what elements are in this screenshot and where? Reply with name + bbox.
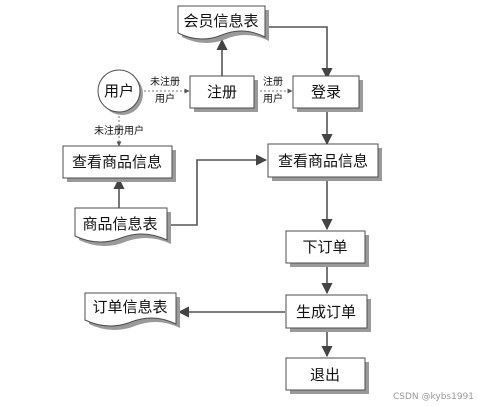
member-table-label: 会员信息表 — [183, 12, 258, 30]
order-table-doc: 订单信息表 — [84, 292, 180, 331]
user-label: 用户 — [104, 82, 134, 100]
member-table-doc: 会员信息表 — [177, 5, 269, 44]
edge-label-unregistered-user: 未注册用户 — [94, 124, 144, 137]
edge-label-user-1: 用户 — [155, 92, 175, 105]
view-goods-right-label: 查看商品信息 — [278, 152, 368, 170]
register-box: 注册 — [189, 75, 258, 112]
user-actor: 用户 — [97, 69, 143, 115]
order-table-label: 订单信息表 — [92, 298, 167, 316]
edge-label-unregistered: 未注册 — [150, 75, 180, 88]
edge-goods-table-to-view-right — [169, 154, 268, 226]
register-label: 注册 — [207, 83, 237, 101]
place-order-box: 下订单 — [285, 230, 369, 267]
view-goods-left-box: 查看商品信息 — [62, 145, 176, 182]
edge-label-user-2: 用户 — [263, 92, 283, 105]
goods-table-label: 商品信息表 — [82, 215, 157, 233]
logout-label: 退出 — [310, 366, 340, 384]
edge-member-table-to-login — [266, 26, 333, 80]
goods-table-doc: 商品信息表 — [74, 207, 171, 247]
place-order-label: 下订单 — [302, 238, 347, 256]
generate-order-label: 生成订单 — [296, 303, 356, 321]
logout-box: 退出 — [285, 357, 369, 394]
view-goods-right-box: 查看商品信息 — [267, 143, 382, 181]
view-goods-left-label: 查看商品信息 — [72, 153, 162, 171]
login-box: 登录 — [292, 75, 363, 112]
login-label: 登录 — [311, 83, 341, 101]
generate-order-box: 生成订单 — [285, 294, 371, 332]
edge-label-registered: 注册 — [263, 75, 283, 88]
watermark: CSDN @kybs1991 — [393, 392, 474, 402]
